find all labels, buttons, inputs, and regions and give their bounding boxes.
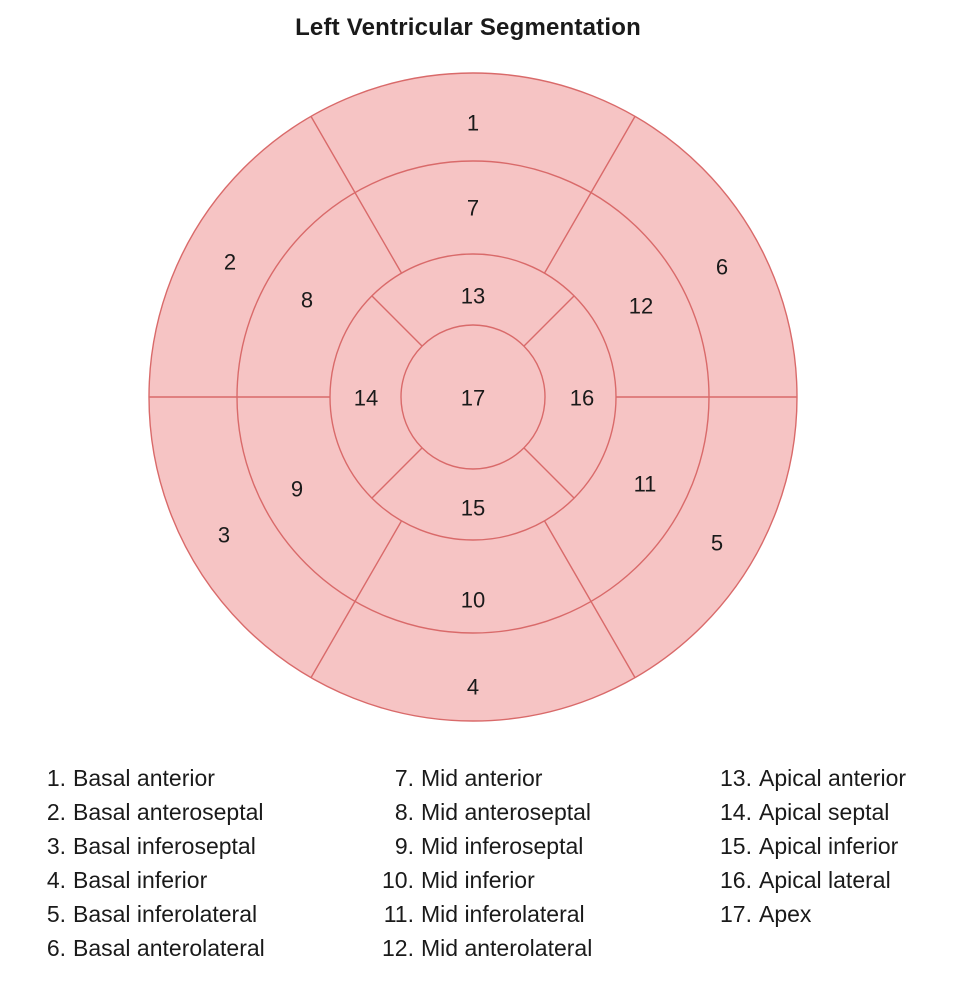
legend-number: 10. [382, 867, 414, 893]
legend-item: 15. Apical inferior [708, 829, 906, 863]
divider-basal-150 [590, 601, 636, 678]
legend-item: 17. Apex [708, 897, 906, 931]
legend-item: 8. Mid anteroseptal [370, 795, 592, 829]
legend-item: 16. Apical lateral [708, 863, 906, 897]
segment-label-11: 11 [634, 472, 657, 497]
legend-item: 3. Basal inferoseptal [36, 829, 265, 863]
legend-number: 2. [46, 799, 66, 825]
legend-text: Apical anterior [759, 765, 907, 791]
divider-basal-330 [310, 116, 356, 193]
legend-item: 4. Basal inferior [36, 863, 265, 897]
legend-number: 8. [394, 799, 414, 825]
legend-number: 12. [382, 935, 414, 961]
legend-item: 5. Basal inferolateral [36, 897, 265, 931]
legend-text: Mid inferior [421, 867, 535, 893]
segment-label-3: 3 [218, 523, 230, 548]
legend-item: 10. Mid inferior [370, 863, 592, 897]
legend-text: Apex [759, 901, 812, 927]
divider-mid-30 [543, 192, 592, 274]
legend-number: 7. [394, 765, 414, 791]
diagram-title: Left Ventricular Segmentation [295, 14, 641, 41]
legend-text: Basal anterolateral [73, 935, 265, 961]
legend-number: 14. [720, 799, 752, 825]
legend-number: 11. [383, 901, 414, 927]
legend-number: 3. [46, 833, 66, 859]
divider-apical-45 [523, 295, 575, 347]
legend-number: 1. [46, 765, 66, 791]
legend-text: Basal inferior [73, 867, 208, 893]
legend-text: Apical inferior [759, 833, 899, 859]
segment-label-7: 7 [467, 196, 479, 221]
segment-label-10: 10 [461, 588, 485, 613]
segment-label-6: 6 [716, 255, 728, 280]
legend-text: Basal anterior [73, 765, 215, 791]
legend-text: Basal inferoseptal [73, 833, 256, 859]
segment-label-13: 13 [461, 284, 485, 309]
legend-text: Apical lateral [759, 867, 891, 893]
legend-number: 6. [46, 935, 66, 961]
divider-apical-225 [371, 447, 423, 499]
legend-column-mid: 7. Mid anterior 8. Mid anteroseptal 9. Mid in… [370, 761, 592, 965]
legend-item: 2. Basal anteroseptal [36, 795, 265, 829]
legend-item: 14. Apical septal [708, 795, 906, 829]
legend-item: 9. Mid inferoseptal [370, 829, 592, 863]
divider-basal-210 [310, 601, 356, 678]
legend-item: 1. Basal anterior [36, 761, 265, 795]
legend-number: 5. [46, 901, 66, 927]
legend-item: 7. Mid anterior [370, 761, 592, 795]
divider-basal-30 [590, 116, 636, 193]
legend-number: 9. [394, 833, 414, 859]
divider-apical-135 [523, 447, 575, 499]
legend-text: Mid anterior [421, 765, 543, 791]
segment-label-1: 1 [467, 111, 479, 136]
legend-column-basal: 1. Basal anterior 2. Basal anteroseptal 3. Ba… [36, 761, 265, 965]
segment-label-9: 9 [291, 477, 303, 502]
legend-text: Mid inferolateral [421, 901, 585, 927]
segment-label-16: 16 [570, 386, 594, 411]
divider-mid-330 [354, 192, 403, 274]
legend-number: 4. [46, 867, 66, 893]
divider-apical-315 [371, 295, 423, 347]
legend-number: 17. [720, 901, 752, 927]
ring-apex [400, 324, 546, 470]
legend-item: 6. Basal anterolateral [36, 931, 265, 965]
segment-label-2: 2 [224, 250, 236, 275]
segment-label-5: 5 [711, 531, 723, 556]
legend-item: 12. Mid anterolateral [370, 931, 592, 965]
legend-text: Basal anteroseptal [73, 799, 264, 825]
legend-text: Mid anterolateral [421, 935, 593, 961]
legend-item: 13. Apical anterior [708, 761, 906, 795]
legend-text: Basal inferolateral [73, 901, 258, 927]
legend-number: 16. [720, 867, 752, 893]
legend-number: 15. [720, 833, 752, 859]
segment-label-15: 15 [461, 496, 485, 521]
divider-mid-150 [543, 520, 592, 602]
segment-label-12: 12 [629, 294, 653, 319]
legend-number: 13. [720, 765, 752, 791]
legend-item: 11. Mid inferolateral [370, 897, 592, 931]
legend-text: Mid anteroseptal [421, 799, 592, 825]
legend-text: Apical septal [759, 799, 890, 825]
legend-column-apical: 13. Apical anterior 14. Apical septal 15. Api… [708, 761, 906, 931]
segment-label-8: 8 [301, 288, 313, 313]
segment-label-14: 14 [354, 386, 378, 411]
segment-label-17: 17 [461, 386, 485, 411]
legend-text: Mid inferoseptal [421, 833, 584, 859]
segment-label-4: 4 [467, 675, 479, 700]
segment-dividers [149, 116, 797, 678]
divider-mid-210 [354, 520, 403, 602]
